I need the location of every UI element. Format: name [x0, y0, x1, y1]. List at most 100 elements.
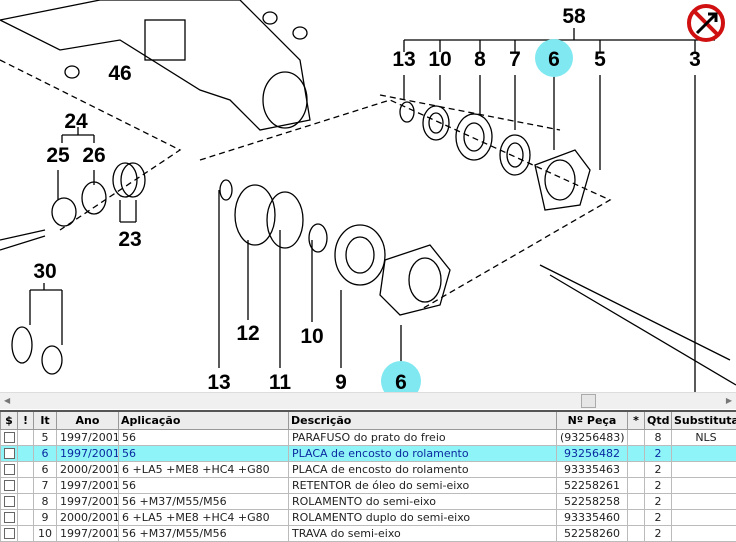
callout-10[interactable]: 10 [428, 48, 451, 71]
select-checkbox[interactable] [4, 512, 15, 523]
col-header-part-number[interactable]: Nº Peça [557, 411, 628, 429]
qty-cell: 2 [645, 445, 672, 461]
star-cell [628, 445, 645, 461]
description-cell: ROLAMENTO do semi-eixo [289, 493, 557, 509]
alert-cell [18, 445, 34, 461]
callout-7[interactable]: 7 [509, 48, 521, 71]
part-number-cell: 52258258 [557, 493, 628, 509]
col-header-qty[interactable]: Qtd [645, 411, 672, 429]
checkbox-cell [1, 477, 18, 493]
application-cell: 56 [119, 445, 289, 461]
checkbox-cell [1, 509, 18, 525]
scroll-right-icon[interactable]: ▶ [726, 396, 732, 405]
callout-13-lower[interactable]: 13 [207, 371, 230, 392]
prohibited-arrow-icon [689, 6, 723, 40]
callout-25[interactable]: 25 [46, 144, 70, 167]
qty-cell: 2 [645, 509, 672, 525]
col-header-description[interactable]: Descrição [289, 411, 557, 429]
callout-10-lower[interactable]: 10 [300, 325, 323, 348]
substitute-cell [672, 461, 736, 477]
star-cell [628, 477, 645, 493]
substitute-cell [672, 509, 736, 525]
diagram-lines [0, 0, 736, 392]
select-checkbox[interactable] [4, 528, 15, 539]
part-number-cell: 93256482 [557, 445, 628, 461]
callout-9[interactable]: 9 [335, 371, 347, 392]
star-cell [628, 493, 645, 509]
item-cell: 5 [34, 429, 57, 445]
callout-58[interactable]: 58 [562, 5, 586, 28]
year-cell: 1997/2001 [57, 477, 119, 493]
callout-23[interactable]: 23 [118, 228, 141, 251]
col-header-year[interactable]: Ano [57, 411, 119, 429]
description-cell: PLACA de encosto do rolamento [289, 445, 557, 461]
star-cell [628, 461, 645, 477]
qty-cell: 2 [645, 461, 672, 477]
select-checkbox[interactable] [4, 496, 15, 507]
callout-5[interactable]: 5 [594, 48, 606, 71]
application-cell: 56 [119, 429, 289, 445]
application-cell: 56 [119, 477, 289, 493]
description-cell: ROLAMENTO duplo do semi-eixo [289, 509, 557, 525]
alert-cell [18, 429, 34, 445]
alert-cell [18, 461, 34, 477]
select-checkbox[interactable] [4, 480, 15, 491]
alert-cell [18, 509, 34, 525]
part-number-cell: 52258261 [557, 477, 628, 493]
star-cell [628, 429, 645, 445]
horizontal-scrollbar[interactable]: ◀ ▶ [0, 392, 736, 409]
callout-46[interactable]: 46 [108, 62, 131, 85]
callout-6[interactable]: 6 [548, 48, 560, 71]
substitute-cell [672, 477, 736, 493]
substitute-cell [672, 445, 736, 461]
col-header-alert[interactable]: ! [18, 411, 34, 429]
star-cell [628, 509, 645, 525]
year-cell: 1997/2001 [57, 493, 119, 509]
callout-30[interactable]: 30 [33, 260, 56, 283]
qty-cell: 2 [645, 493, 672, 509]
alert-cell [18, 493, 34, 509]
col-header-substitute[interactable]: Substituta [672, 411, 736, 429]
checkbox-cell [1, 461, 18, 477]
year-cell: 2000/2001 [57, 509, 119, 525]
parts-table: $ ! It Ano Aplicação Descrição Nº Peça *… [0, 410, 736, 542]
col-header-price[interactable]: $ [1, 411, 18, 429]
select-checkbox[interactable] [4, 464, 15, 475]
callout-12[interactable]: 12 [236, 322, 259, 345]
item-cell: 6 [34, 461, 57, 477]
substitute-cell: NLS [672, 429, 736, 445]
scrollbar-thumb[interactable] [581, 394, 596, 408]
year-cell: 1997/2001 [57, 429, 119, 445]
callout-6-lower[interactable]: 6 [395, 371, 407, 392]
description-cell: RETENTOR de óleo do semi-eixo [289, 477, 557, 493]
item-cell: 7 [34, 477, 57, 493]
part-number-cell: 93335460 [557, 509, 628, 525]
scroll-left-icon[interactable]: ◀ [4, 396, 10, 405]
checkbox-cell [1, 493, 18, 509]
col-header-item[interactable]: It [34, 411, 57, 429]
qty-cell: 8 [645, 429, 672, 445]
callout-3[interactable]: 3 [689, 48, 701, 71]
col-header-application[interactable]: Aplicação [119, 411, 289, 429]
callout-13[interactable]: 13 [392, 48, 415, 71]
parts-diagram[interactable]: 58 13 10 8 7 6 5 3 46 24 25 26 23 30 12 … [0, 0, 736, 392]
checkbox-cell [1, 429, 18, 445]
callout-24[interactable]: 24 [64, 110, 88, 133]
description-cell: PARAFUSO do prato do freio [289, 429, 557, 445]
callout-11[interactable]: 11 [269, 371, 292, 392]
callout-8[interactable]: 8 [474, 48, 486, 71]
table-header: $ ! It Ano Aplicação Descrição Nº Peça *… [1, 411, 736, 429]
year-cell: 2000/2001 [57, 461, 119, 477]
select-checkbox[interactable] [4, 432, 15, 443]
callout-26[interactable]: 26 [82, 144, 105, 167]
col-header-star[interactable]: * [628, 411, 645, 429]
select-checkbox[interactable] [4, 448, 15, 459]
year-cell: 1997/2001 [57, 445, 119, 461]
item-cell: 6 [34, 445, 57, 461]
